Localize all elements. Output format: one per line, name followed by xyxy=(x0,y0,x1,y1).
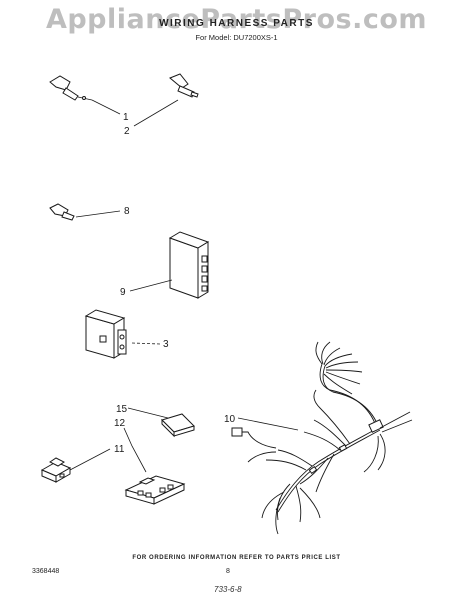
page-title: WIRING HARNESS PARTS xyxy=(159,18,314,29)
callout-15: 15 xyxy=(116,404,128,415)
leader-line-9 xyxy=(129,279,173,292)
model-subtitle: For Model: DU7200XS-1 xyxy=(195,33,278,42)
callout-1: 1 xyxy=(123,112,129,123)
part-10-wiring-harness[interactable] xyxy=(231,341,413,535)
handwritten-code: 733-6-8 xyxy=(214,585,242,594)
ordering-info-note: FOR ORDERING INFORMATION REFER TO PARTS … xyxy=(132,555,341,561)
part-9-connector-block[interactable] xyxy=(168,231,210,299)
leader-line-3 xyxy=(131,342,161,345)
part-11-small-connector[interactable] xyxy=(40,457,72,483)
leader-line-8 xyxy=(75,210,121,218)
callout-8: 8 xyxy=(124,206,130,217)
leader-line-15 xyxy=(127,407,169,419)
callout-11: 11 xyxy=(114,444,125,455)
callout-9: 9 xyxy=(120,287,126,298)
watermark-text: AppliancePartsPros.com xyxy=(45,4,428,35)
leader-line-11 xyxy=(69,448,111,471)
leader-line-12 xyxy=(123,427,147,473)
part-1-terminal[interactable] xyxy=(49,75,93,101)
part-3-connector-housing[interactable] xyxy=(84,309,127,359)
leader-line-1 xyxy=(91,99,121,115)
callout-3: 3 xyxy=(163,339,169,350)
callout-2: 2 xyxy=(124,126,130,137)
part-12-multi-pin-connector[interactable] xyxy=(124,475,186,505)
callout-12: 12 xyxy=(114,418,126,429)
leader-line-2 xyxy=(133,99,179,127)
part-2-terminal[interactable] xyxy=(169,73,199,98)
callout-10: 10 xyxy=(224,414,236,425)
document-number: 3368448 xyxy=(32,568,60,575)
part-8-terminal[interactable] xyxy=(49,203,75,221)
page-number: 8 xyxy=(226,568,230,575)
leader-line-10 xyxy=(237,417,299,431)
part-15-flat-connector[interactable] xyxy=(161,413,195,438)
